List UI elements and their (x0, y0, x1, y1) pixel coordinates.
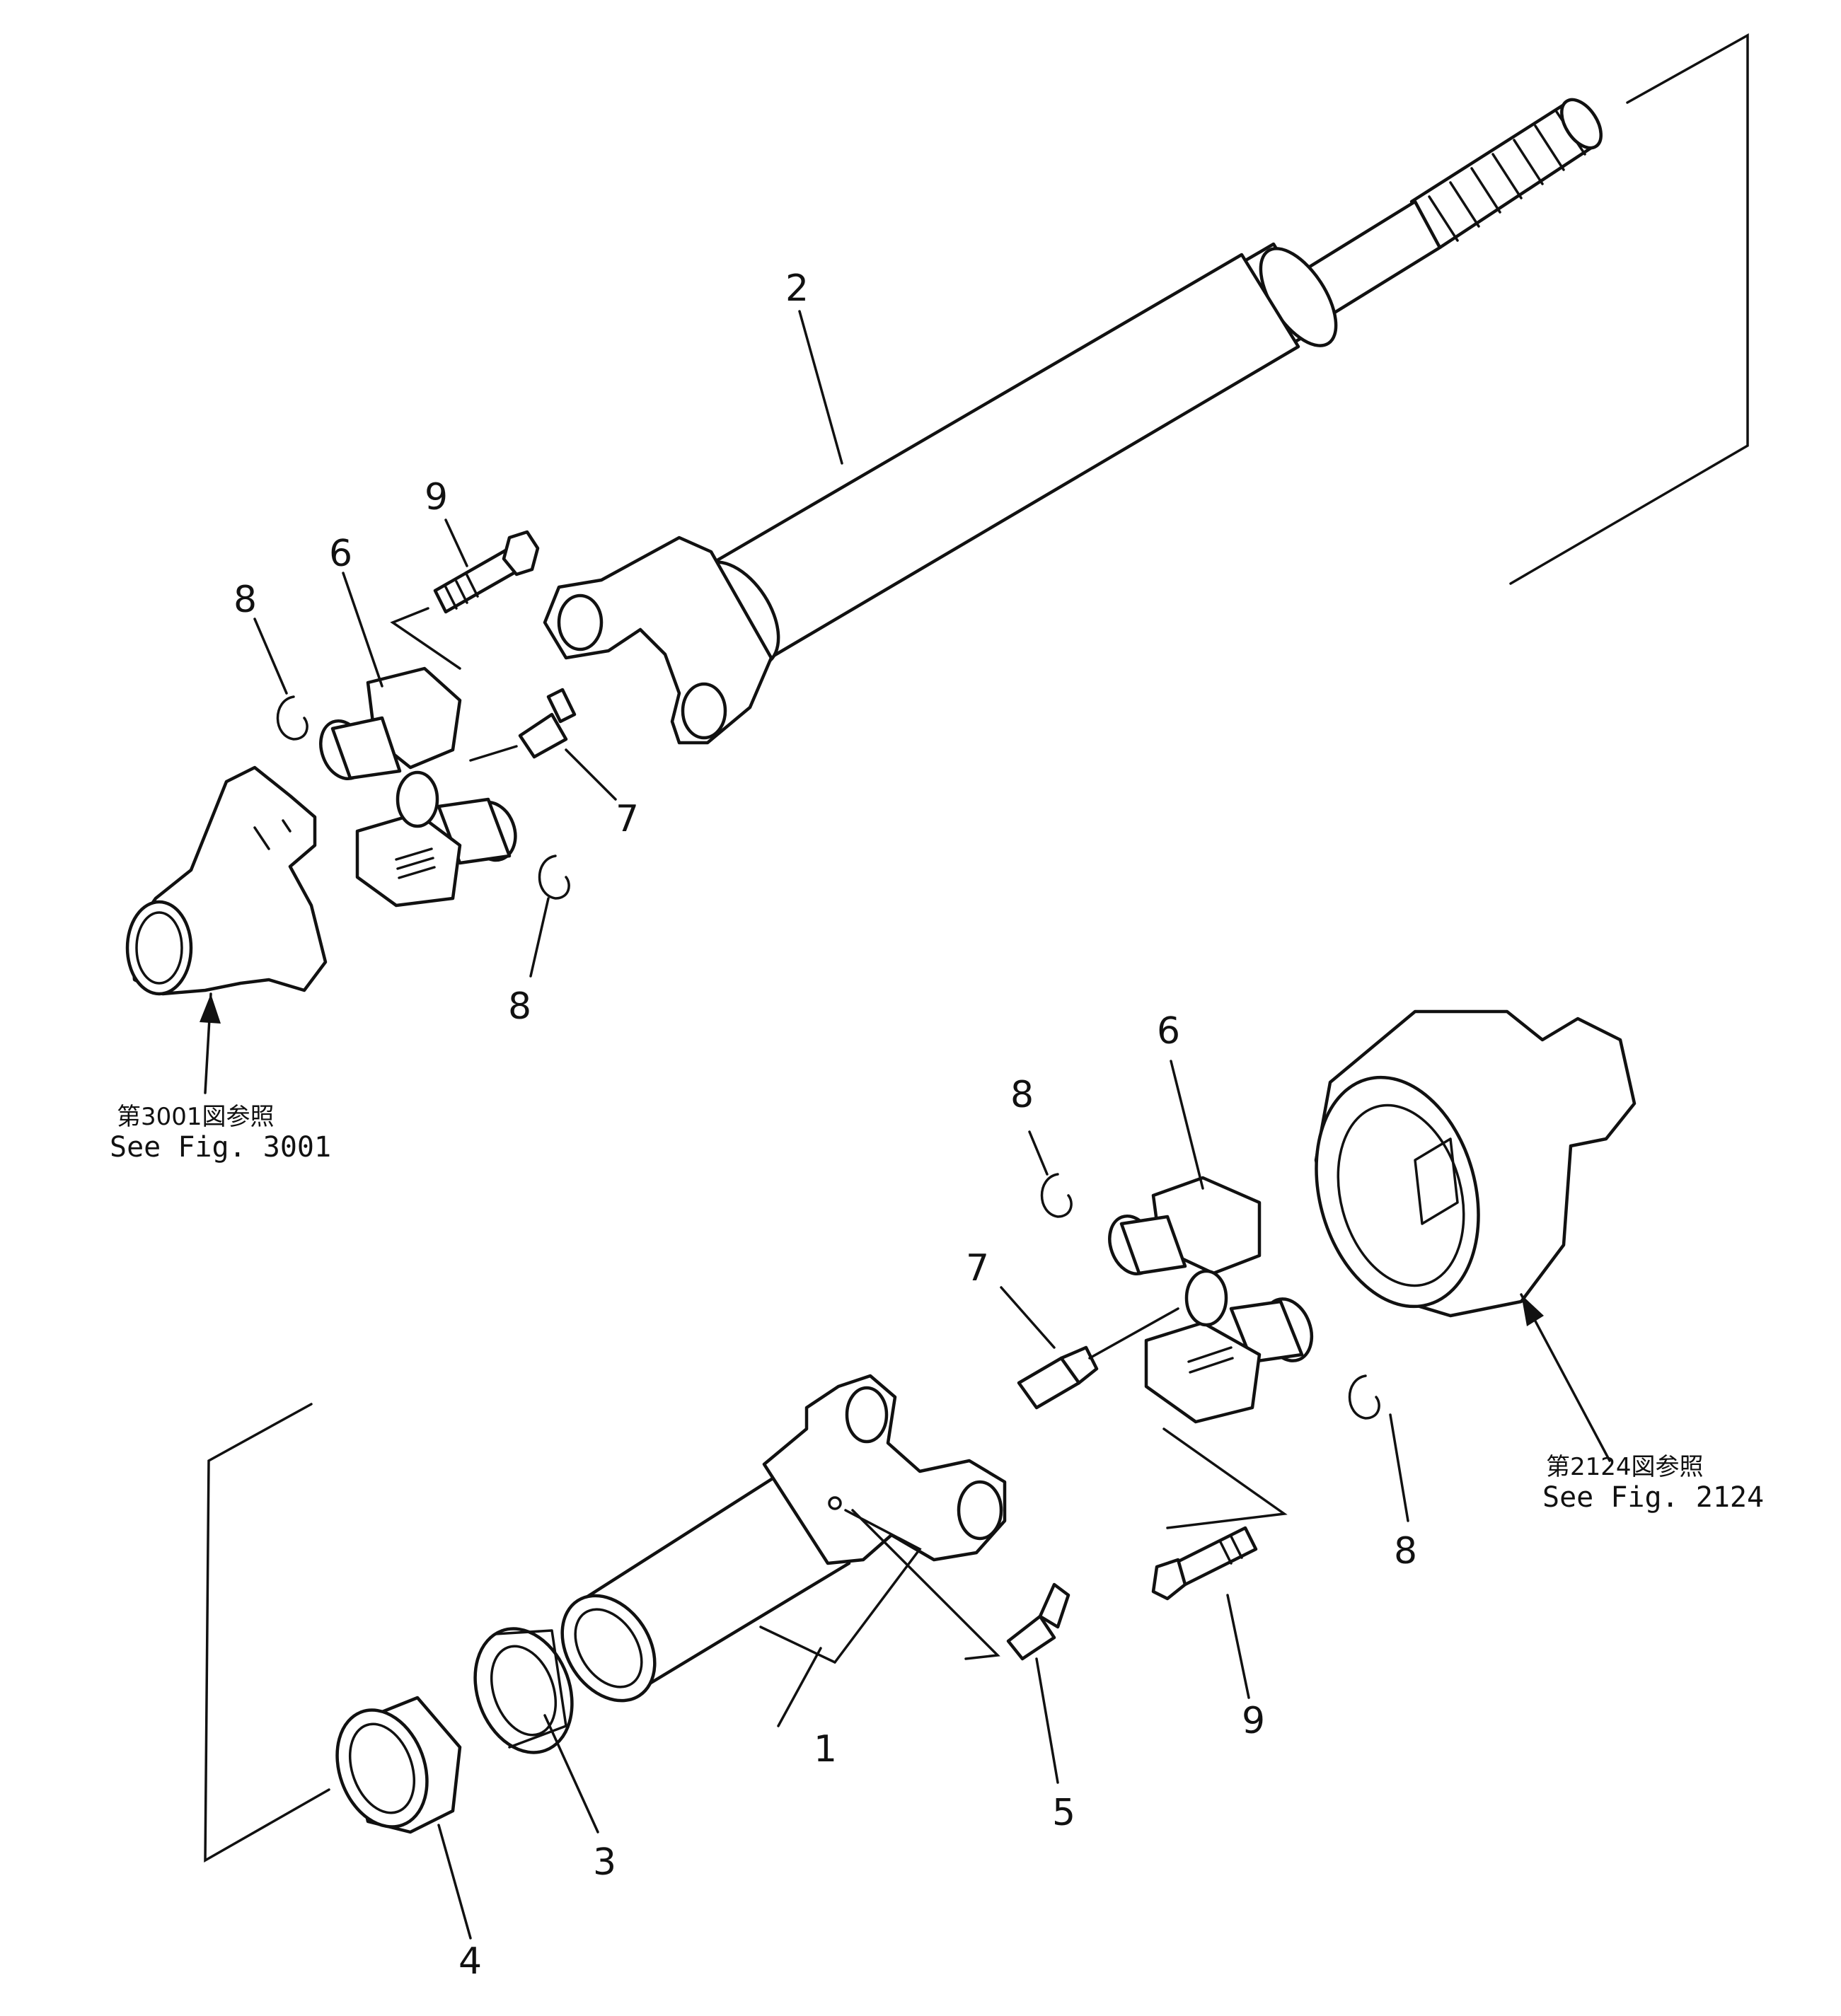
callout-8-lower-right: 8 (1394, 1530, 1417, 1572)
slip-yoke (560, 1374, 1007, 1703)
universal-joint-lower (1108, 1176, 1314, 1424)
callout-8-lower-left: 8 (1010, 1074, 1034, 1116)
assembly-bracket-bottom (204, 1403, 330, 1863)
callout-7-upper: 7 (616, 798, 639, 840)
callout-9-upper: 9 (425, 476, 448, 519)
snap-ring-upper-left (276, 695, 308, 741)
grease-nipple-slip-yoke (1006, 1582, 1070, 1661)
reference-2124-en: See Fig. 2124 (1542, 1481, 1764, 1514)
assembly-bracket-top (1509, 33, 1749, 585)
callout-5: 5 (1052, 1792, 1075, 1834)
reference-2124-jp: 第2124図参照 (1546, 1453, 1704, 1481)
reference-note-2124: 第2124図参照 See Fig. 2124 (1542, 1453, 1764, 1514)
callout-4: 4 (458, 1940, 482, 1983)
grease-nipple-lower (1017, 1345, 1099, 1410)
bolt-upper (433, 530, 540, 614)
bolt-lower (1151, 1526, 1258, 1601)
snap-ring-lower-left (1040, 1173, 1073, 1218)
dust-cap (335, 1696, 462, 1834)
drive-shaft-tube (543, 98, 1603, 745)
callout-8-upper-right: 8 (508, 985, 531, 1028)
snap-ring-lower-right (1348, 1374, 1380, 1420)
reference-note-3001: 第3001図参照 See Fig. 3001 (110, 1103, 331, 1164)
mating-yoke-3001 (125, 765, 328, 996)
grease-nipple-upper (518, 688, 577, 759)
callout-9-lower: 9 (1242, 1700, 1265, 1742)
universal-joint-upper (319, 666, 517, 908)
callout-2: 2 (785, 267, 809, 310)
callout-6-upper: 6 (329, 533, 352, 575)
leader-lines (253, 310, 1409, 1940)
snap-ring-upper-right (538, 855, 570, 900)
callout-3: 3 (593, 1841, 616, 1884)
callout-6-lower: 6 (1157, 1010, 1180, 1053)
reference-arrow-3001 (200, 992, 221, 1094)
reference-3001-jp: 第3001図参照 (117, 1103, 275, 1131)
callout-labels: 2 9 6 8 7 8 6 8 7 8 1 5 9 3 4 (233, 267, 1417, 1983)
callout-7-lower: 7 (966, 1247, 989, 1290)
callout-8-upper-left: 8 (233, 579, 257, 621)
callout-1: 1 (814, 1728, 837, 1771)
reference-arrow-2124 (1520, 1293, 1611, 1462)
reference-3001-en: See Fig. 3001 (110, 1131, 331, 1164)
mating-hub-2124 (1314, 1009, 1637, 1318)
